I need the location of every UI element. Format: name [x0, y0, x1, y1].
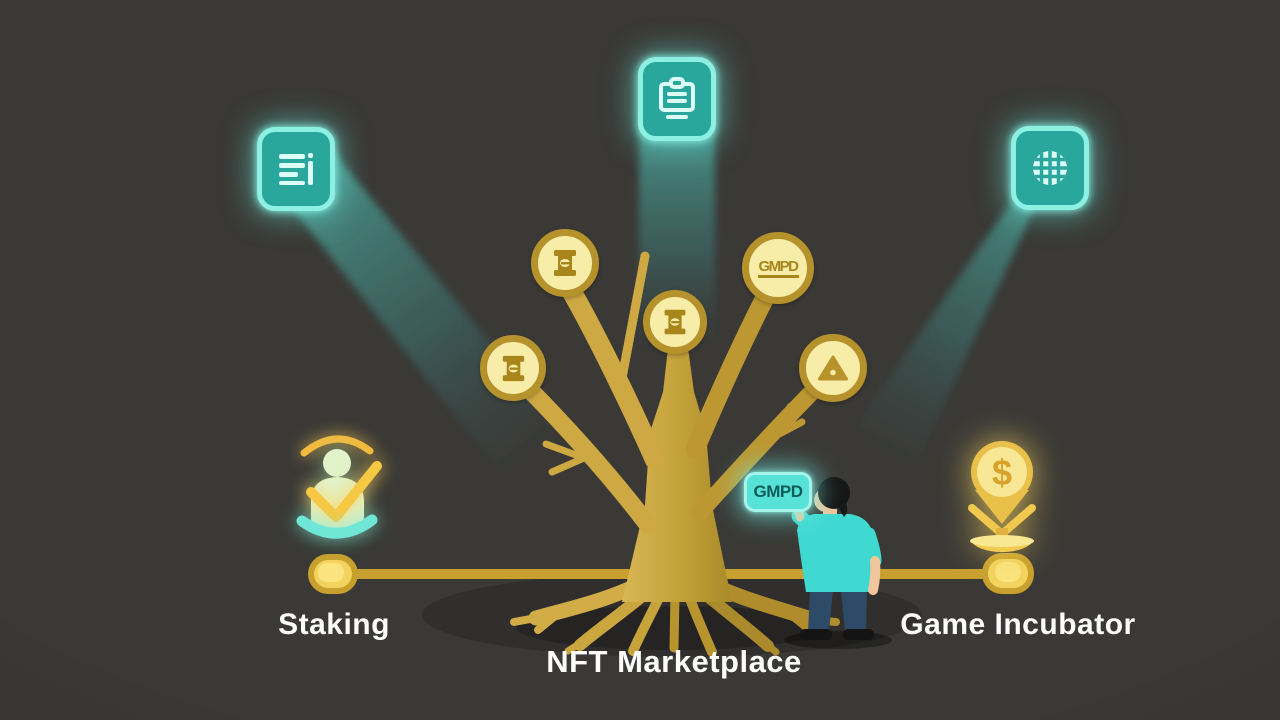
coin-scroll-2 [643, 290, 707, 354]
nft-marketplace-label: NFT Marketplace [546, 644, 802, 679]
tree-branches [515, 251, 825, 534]
document-lines-icon [257, 127, 335, 211]
coin-scroll-1 [531, 229, 599, 297]
clipboard-glyph [659, 77, 695, 119]
hanging-arm [868, 556, 881, 595]
coin-gmpd: GMPD [742, 232, 814, 304]
clipboard-icon [638, 57, 716, 141]
right-shoe [843, 629, 874, 640]
globe-grid-glyph [1033, 151, 1067, 185]
scroll-column-glyph [554, 250, 576, 276]
beam-center [639, 125, 715, 348]
scroll-column-glyph [664, 309, 686, 335]
tree-trunk [622, 348, 732, 602]
hair [818, 477, 850, 509]
coin-scroll-3 [480, 335, 546, 401]
staking-label: Staking [278, 608, 390, 641]
capsule-right [982, 553, 1034, 594]
triangle-glyph [818, 355, 848, 381]
globe-grid-icon [1011, 126, 1089, 210]
staking-person-check-icon [296, 435, 382, 539]
gmpd-coin-text: GMPD [757, 258, 799, 279]
dollar-trophy-icon: $ [968, 441, 1036, 553]
golden-tree [510, 251, 840, 657]
beam-right [853, 152, 1060, 468]
gmpd-button-label: GMPD [753, 482, 804, 501]
gmpd-button: GMPD [744, 472, 812, 512]
left-shoe [800, 629, 832, 640]
scroll-column-glyph [502, 355, 524, 381]
right-leg [841, 590, 867, 632]
capsule-left [308, 554, 358, 594]
game-incubator-label: Game Incubator [900, 608, 1136, 641]
left-leg [808, 590, 833, 632]
shirt [797, 514, 878, 592]
document-lines-glyph [279, 153, 313, 185]
trophy-dollar-sign: $ [992, 452, 1012, 493]
coin-triangle [799, 334, 867, 402]
character-figure [784, 477, 892, 649]
